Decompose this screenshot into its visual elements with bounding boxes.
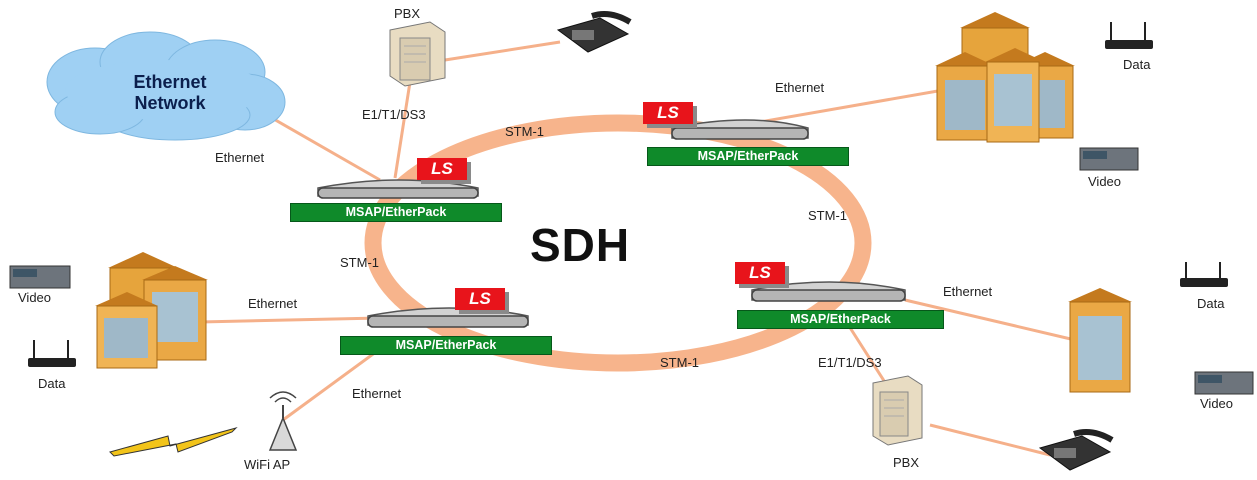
link-phone-top (444, 40, 561, 62)
video-right-label: Video (1200, 396, 1234, 411)
pbx-top-icon (389, 21, 446, 87)
ls-badge-bottom-left: LS (455, 288, 505, 310)
link-building-right (904, 298, 1076, 342)
cloud-line2: Network (134, 93, 206, 113)
router-right (1180, 262, 1228, 287)
buildings-left-icon (95, 252, 208, 369)
pbx-top-label: PBX (394, 6, 421, 21)
data-top-right-label: Data (1123, 57, 1151, 72)
msap-devices (317, 119, 906, 328)
ls-badge-top-left: LS (417, 158, 467, 180)
e1-top-label: E1/T1/DS3 (362, 107, 426, 122)
ethernet-left-label: Ethernet (248, 296, 298, 311)
link-buildings-left (199, 316, 381, 324)
link-buildings-top (759, 86, 956, 124)
phone-bottom-icon (1038, 429, 1114, 471)
device-top-left (317, 179, 479, 199)
ls-badge-top-right: LS (643, 102, 693, 124)
stm-label-left: STM-1 (340, 255, 379, 270)
router-left (28, 340, 76, 367)
phone-top-icon (556, 11, 632, 53)
pbx-bottom-label: PBX (893, 455, 920, 470)
link-pbx-top (393, 81, 412, 179)
video-left-label: Video (18, 290, 52, 305)
wifi-label: WiFi AP (244, 457, 291, 472)
ls-badge-bottom-right: LS (735, 262, 785, 284)
msap-label-bottom-left: MSAP/EtherPack (340, 336, 552, 355)
video-top-right-label: Video (1088, 174, 1122, 189)
video-device-icons (9, 147, 1254, 395)
device-bottom-right (751, 281, 906, 302)
stm-label-top: STM-1 (505, 124, 544, 139)
device-top-right (671, 119, 809, 140)
buildings-top-right-icon (935, 12, 1075, 143)
ethernet-right-label: Ethernet (943, 284, 993, 299)
building-right-icon (1068, 288, 1132, 393)
e1-bottom-label: E1/T1/DS3 (818, 355, 882, 370)
ethernet-wifi-label: Ethernet (352, 386, 402, 401)
device-bottom-left (367, 307, 529, 328)
stm-label-right: STM-1 (808, 208, 847, 223)
msap-label-bottom-right: MSAP/EtherPack (737, 310, 944, 329)
data-left-label: Data (38, 376, 66, 391)
ethernet-top-right-label: Ethernet (775, 80, 825, 95)
sdh-title: SDH (530, 219, 631, 271)
sdh-ring (364, 114, 872, 372)
cloud-line1: Ethernet (133, 72, 207, 92)
wifi-ap-icon (268, 391, 298, 451)
msap-label-top-right: MSAP/EtherPack (647, 147, 849, 166)
stm-label-bottom: STM-1 (660, 355, 699, 370)
msap-label-top-left: MSAP/EtherPack (290, 203, 502, 222)
data-router-icons (28, 22, 1228, 367)
link-phone-bottom (929, 423, 1051, 457)
router-top-right (1105, 22, 1153, 49)
pbx-bottom-icon (872, 375, 923, 446)
link-cloud (257, 108, 381, 182)
ethernet-cloud-label: Ethernet (215, 150, 265, 165)
data-right-label: Data (1197, 296, 1225, 311)
wireless-signal-icon (109, 427, 238, 457)
